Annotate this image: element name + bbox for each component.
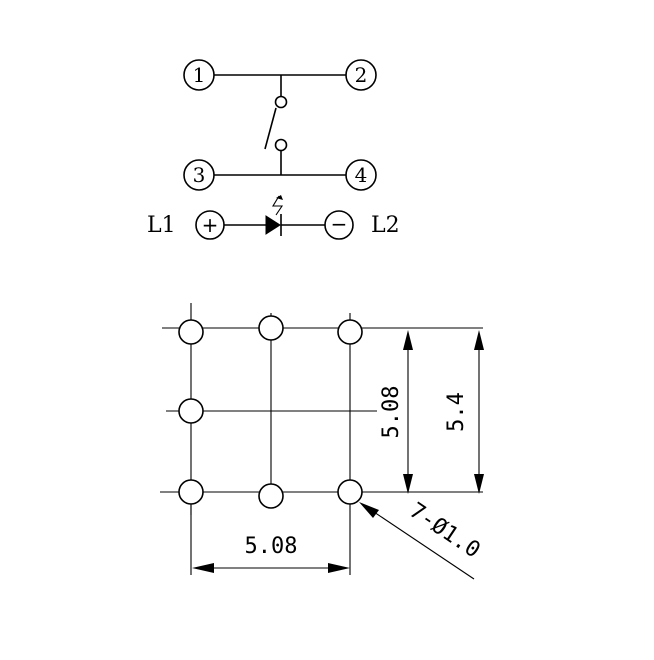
dim-vertical-inner-value: 5.08	[379, 386, 404, 439]
minus-sign: −	[331, 212, 348, 236]
dim-horizontal-value: 5.08	[245, 534, 298, 559]
lower-contact	[274, 138, 288, 152]
plus-sign: +	[202, 213, 219, 237]
hole	[178, 319, 204, 345]
dim-vertical-outer: 5.4	[444, 330, 484, 494]
pin-4: 4	[345, 159, 377, 191]
led-right-label: L2	[371, 213, 400, 238]
hole-callout-text: 7-Ø1.0	[405, 498, 485, 563]
hole	[178, 479, 204, 505]
led-left-label: L1	[147, 213, 176, 238]
pin-3-number: 3	[193, 163, 206, 187]
hole	[258, 483, 284, 509]
pin-4-number: 4	[355, 163, 368, 187]
pin-2-number: 2	[355, 63, 368, 87]
switch-schematic: 1 2 3 4 L1 + −	[147, 59, 400, 240]
upper-contact	[274, 95, 288, 109]
led-cathode-terminal: −	[324, 210, 354, 240]
pin-2: 2	[345, 59, 377, 91]
hole	[337, 479, 363, 505]
dim-vertical-outer-value: 5.4	[444, 392, 469, 432]
pin-1-number: 1	[193, 63, 206, 87]
hole	[337, 319, 363, 345]
switch-blade	[264, 107, 277, 150]
led-anode-terminal: +	[195, 210, 225, 240]
pin-3: 3	[183, 159, 215, 191]
hole	[178, 398, 204, 424]
pin-1: 1	[183, 59, 215, 91]
hole	[258, 315, 284, 341]
pcb-footprint: 5.08 5.4 5.08 7-Ø1.0	[160, 303, 485, 580]
dim-vertical-inner: 5.08	[379, 330, 413, 494]
dim-horizontal: 5.08	[192, 534, 350, 573]
hole-callout: 7-Ø1.0	[359, 498, 485, 580]
led-icon	[265, 195, 284, 236]
